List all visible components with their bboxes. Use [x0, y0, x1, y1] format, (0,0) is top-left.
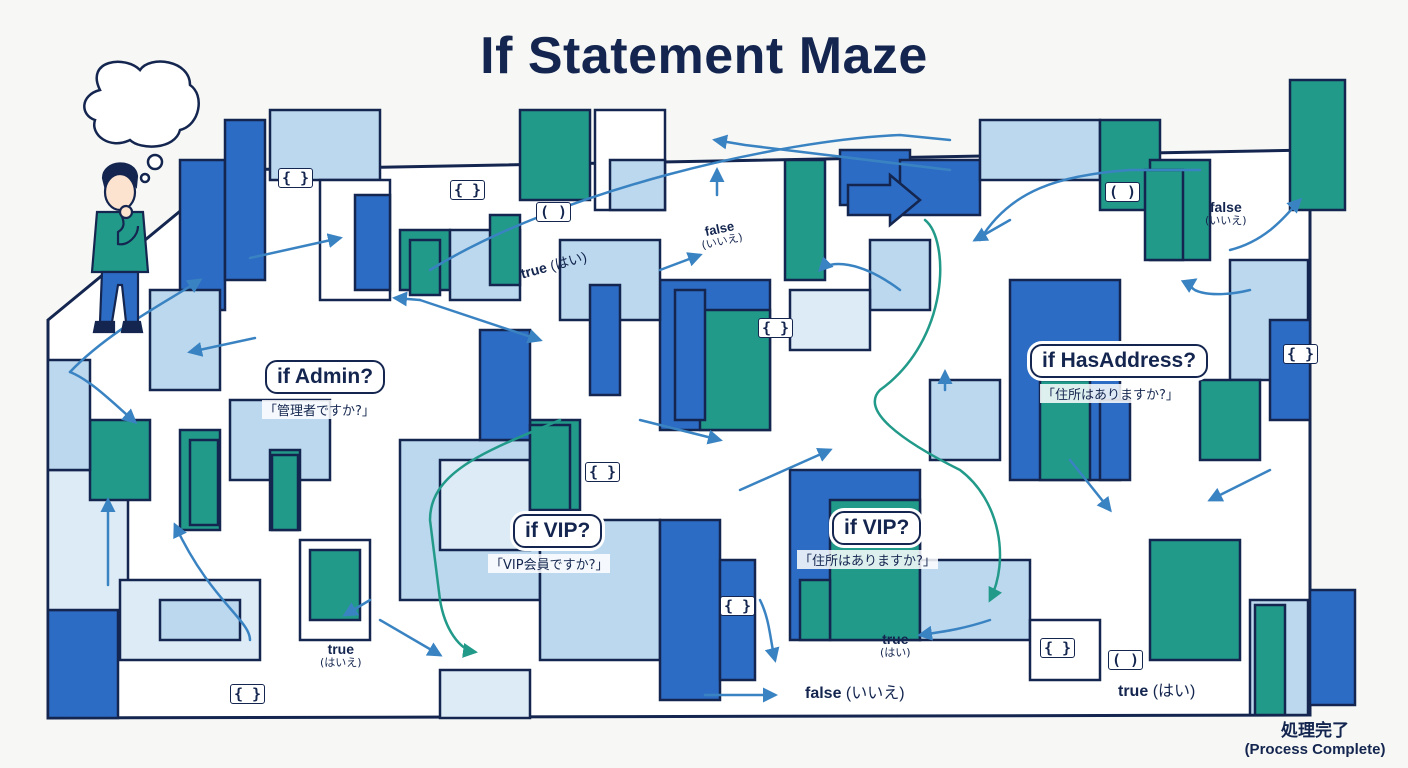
branch-true-bottom-right-en: true — [1118, 683, 1149, 700]
brace-mark: { } — [1283, 344, 1319, 364]
path-arrows — [68, 133, 1303, 703]
decision-vip-left-label: if VIP? — [525, 519, 591, 542]
page-title: If Statement Maze — [480, 27, 928, 85]
arrow-icon — [846, 172, 922, 228]
branch-true-bottom-right-ja: (はい) — [1152, 683, 1196, 700]
main-path — [428, 218, 1003, 658]
decision-has-address: if HasAddress? — [1030, 344, 1209, 378]
decision-has-address-label: if HasAddress? — [1042, 349, 1197, 372]
branch-true-bottom-mid: true (はい) — [880, 631, 911, 660]
brace-mark: { } — [1040, 638, 1076, 658]
process-complete-ja: 処理完了 — [1281, 721, 1349, 741]
branch-false-right-en: false — [1209, 199, 1242, 215]
branch-false-right-ja: (いいえ) — [1205, 214, 1247, 228]
paren-mark: ( ) — [536, 202, 572, 222]
decision-vip-right-label: if VIP? — [844, 516, 910, 539]
paren-mark: ( ) — [1105, 182, 1141, 202]
decision-admin-sub: 「管理者ですか?」 — [262, 400, 377, 419]
process-complete-label: 処理完了 (Process Complete) — [1230, 716, 1400, 758]
brace-mark: { } — [720, 596, 756, 616]
brace-mark: { } — [585, 462, 621, 482]
process-complete-en: (Process Complete) — [1244, 741, 1386, 758]
paren-mark: ( ) — [1108, 650, 1144, 670]
branch-true-bottom-left: true (はいえ) — [320, 641, 362, 670]
branch-true-bottom-left-ja: (はいえ) — [320, 656, 362, 670]
branch-true-bottom-left-en: true — [327, 641, 355, 657]
decision-admin: if Admin? — [265, 360, 386, 394]
branch-true-bottom-right: true (はい) — [1118, 683, 1195, 701]
person-icon — [90, 162, 150, 334]
decision-admin-label: if Admin? — [277, 365, 374, 388]
brace-mark: { } — [758, 318, 794, 338]
decision-vip-left: if VIP? — [513, 514, 603, 548]
brace-mark: { } — [278, 168, 314, 188]
decision-vip-right: if VIP? — [832, 511, 922, 545]
branch-false-bottom: false (いいえ) — [805, 685, 905, 703]
branch-false-bottom-en: false — [805, 685, 842, 702]
brace-mark: { } — [230, 684, 266, 704]
branch-true-bottom-mid-ja: (はい) — [880, 646, 911, 660]
branch-false-right: false (いいえ) — [1205, 199, 1247, 228]
branch-false-bottom-ja: (いいえ) — [845, 685, 905, 702]
thought-bubble-icon — [83, 60, 200, 184]
decision-has-address-sub: 「住所はありますか?」 — [1040, 384, 1181, 403]
brace-mark: { } — [450, 180, 486, 200]
maze-walls — [46, 108, 1312, 720]
decision-vip-left-sub: 「VIP会員ですか?」 — [488, 554, 611, 573]
branch-true-bottom-mid-en: true — [882, 631, 909, 647]
decision-vip-right-sub: 「住所はありますか?」 — [797, 550, 938, 569]
